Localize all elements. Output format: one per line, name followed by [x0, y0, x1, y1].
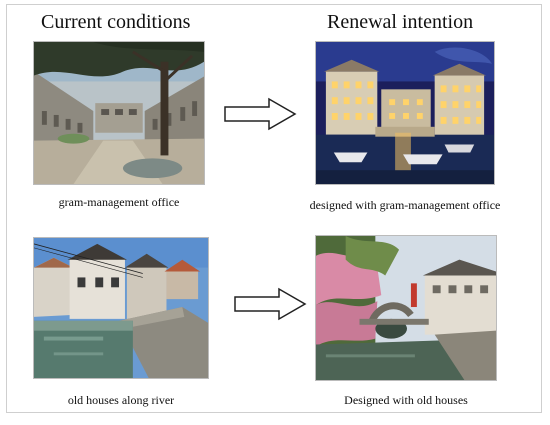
- caption-old-houses-along-river: old houses along river: [67, 393, 175, 407]
- photo-old-houses-along-river-current: [33, 237, 209, 379]
- figure-frame: Current conditions Renewal intention: [6, 4, 542, 413]
- photo-gram-management-office-current: [33, 41, 205, 185]
- right-arrow-icon: [224, 97, 297, 131]
- caption-gram-management-office: gram-management office: [58, 195, 180, 209]
- heading-renewal-intention: Renewal intention: [327, 11, 474, 33]
- photo-old-houses-renewal: [315, 235, 497, 381]
- heading-current-conditions: Current conditions: [41, 11, 191, 33]
- photo-gram-management-office-renewal: [315, 41, 495, 185]
- caption-designed-with-old-houses: Designed with old houses: [344, 393, 468, 407]
- right-arrow-icon: [234, 287, 307, 321]
- caption-designed-with-gram-management-office: designed with gram-management office: [309, 198, 501, 212]
